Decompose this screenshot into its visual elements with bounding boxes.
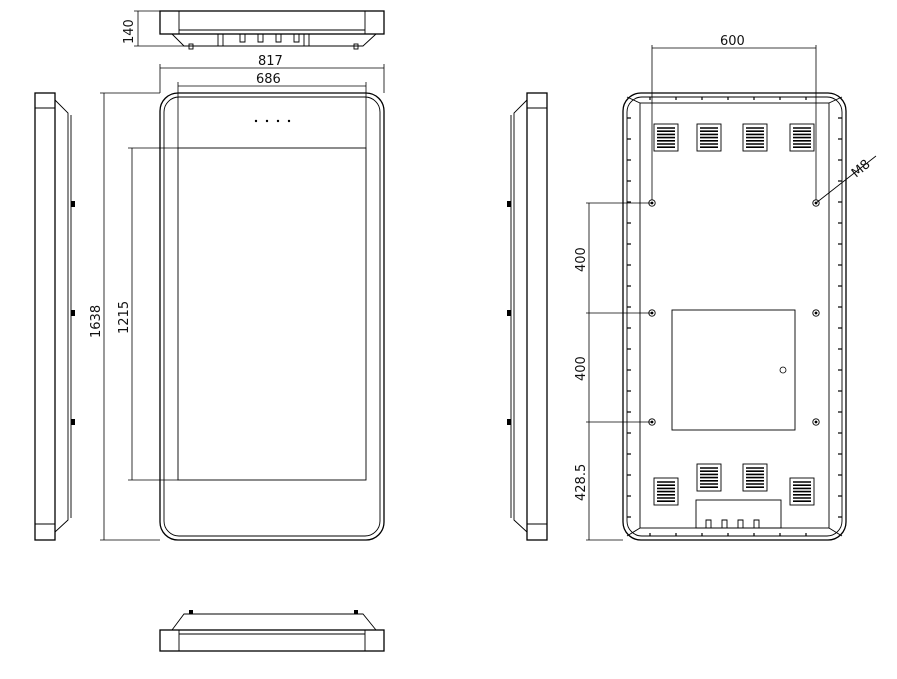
vent-grille [742,123,768,152]
vent-grille [696,463,722,492]
dim-bottom-offset: 428.5 [574,464,589,501]
mounting-hole [812,309,820,317]
vent-grille [653,123,679,152]
bottom-view [159,610,385,652]
vent-grille [653,477,679,506]
right-side-view [507,92,548,541]
top-view [134,10,385,50]
vent-grille [789,477,815,506]
dim-overall-height: 1638 [89,305,104,338]
dim-vesa-spacing-2: 400 [574,356,589,381]
dim-front-thickness: 140 [122,19,137,44]
dim-overall-width: 817 [258,54,283,69]
front-view [100,64,385,541]
dim-vesa-width: 600 [720,34,745,49]
mounting-hole [812,418,820,426]
vent-grille [742,463,768,492]
vent-grille [789,123,815,152]
rear-view [586,45,877,541]
dim-screen-height: 1215 [117,301,132,334]
left-side-view [34,92,75,541]
dim-screen-width: 686 [256,72,281,87]
dim-vesa-spacing-1: 400 [574,247,589,272]
vent-grille [696,123,722,152]
